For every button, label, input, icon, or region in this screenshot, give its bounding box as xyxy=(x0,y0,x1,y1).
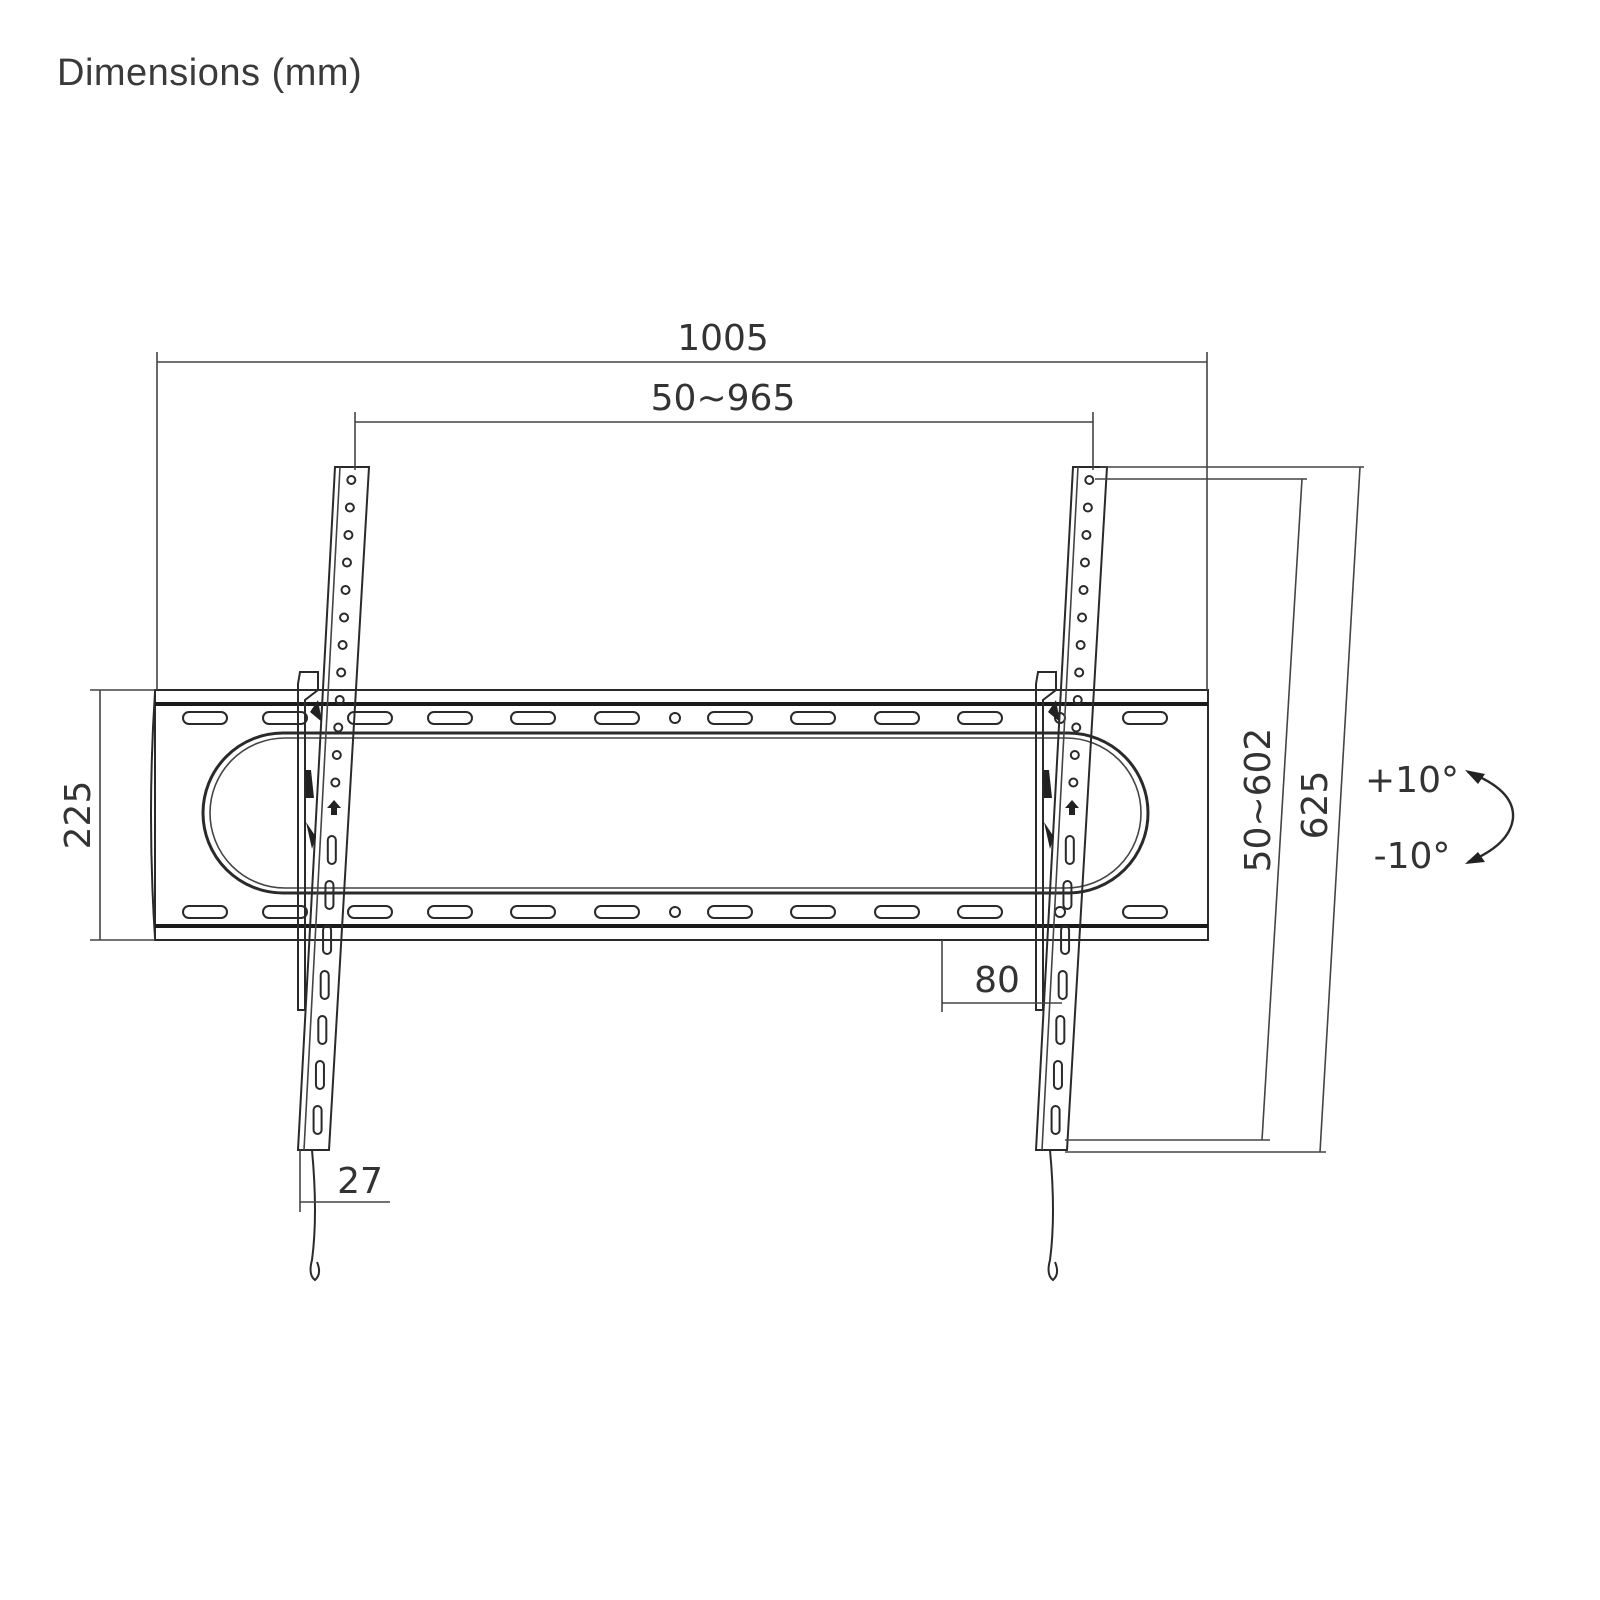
arm-hole xyxy=(1071,722,1082,733)
arm-hole xyxy=(1081,530,1092,540)
arm-hole xyxy=(1077,612,1088,623)
arm-hole xyxy=(341,557,352,568)
diagram-title: Dimensions (mm) xyxy=(57,52,363,94)
arm-length-label: 625 xyxy=(1295,771,1336,840)
plate-slot xyxy=(427,711,473,725)
arm-body xyxy=(296,466,371,1151)
arm-hole xyxy=(1075,640,1086,650)
plate-slot xyxy=(957,905,1003,919)
plate-slot xyxy=(707,711,753,725)
plate-hole xyxy=(669,906,681,918)
plate-slot xyxy=(790,711,836,725)
arm-hole xyxy=(346,475,357,485)
plate-slot xyxy=(957,711,1003,725)
arm-slot xyxy=(319,970,330,1000)
plate-slot xyxy=(1122,905,1168,919)
release-cord xyxy=(1047,1149,1059,1282)
tilt-up-label: +10° xyxy=(1365,760,1459,801)
arm-slot xyxy=(317,1015,328,1045)
arm-slot xyxy=(1057,970,1068,1000)
arm-hole xyxy=(344,502,355,513)
arm-hole xyxy=(337,640,348,650)
left-mounting-arm xyxy=(296,466,371,1282)
plate-slot xyxy=(347,905,393,919)
tilt-arrow-icon xyxy=(1465,770,1515,864)
arm-body xyxy=(1034,466,1109,1151)
tilt-down-label: -10° xyxy=(1374,836,1451,877)
wall-offset-label: 80 xyxy=(974,960,1020,1001)
arm-slot xyxy=(324,880,335,910)
arm-hole xyxy=(331,750,342,760)
wall-plate xyxy=(150,689,1209,941)
plate-slot xyxy=(1122,711,1168,725)
arm-hole xyxy=(336,667,347,678)
arm-slot xyxy=(322,925,333,955)
arm-hole xyxy=(333,722,344,733)
arm-hole xyxy=(334,695,345,705)
arm-edge xyxy=(1041,466,1079,1151)
arm-hole xyxy=(1082,502,1093,513)
arrow-up-icon xyxy=(327,800,342,815)
plate-slot xyxy=(182,711,228,725)
arm-hole xyxy=(1074,667,1085,678)
plate-slot xyxy=(874,905,920,919)
arm-slot xyxy=(312,1105,323,1135)
arm-hole xyxy=(330,777,341,788)
arm-edge xyxy=(303,466,341,1151)
profile-depth-label: 27 xyxy=(337,1161,383,1202)
plate-slot xyxy=(594,711,640,725)
right-mounting-arm xyxy=(1034,466,1109,1282)
vesa-horizontal-label: 50~965 xyxy=(651,378,796,419)
plate-slot xyxy=(510,711,556,725)
arm-slot xyxy=(314,1060,325,1090)
plate-slot xyxy=(182,905,228,919)
plate-slots xyxy=(182,711,1168,919)
arm-hole xyxy=(1078,585,1089,595)
arm-hole xyxy=(1068,777,1079,788)
plate-slot xyxy=(347,711,393,725)
arm-slot xyxy=(326,835,337,865)
plate-slot xyxy=(790,905,836,919)
plate-slot xyxy=(427,905,473,919)
arrow-up-icon xyxy=(1065,800,1080,815)
arm-slot xyxy=(1062,880,1073,910)
arm-slot xyxy=(1050,1105,1061,1135)
arm-slot xyxy=(1060,925,1071,955)
vesa-vertical-label: 50~602 xyxy=(1238,728,1279,873)
arm-latch xyxy=(305,700,322,849)
dimension-lines xyxy=(90,352,1364,1212)
overall-width-label: 1005 xyxy=(677,318,769,359)
release-cord xyxy=(309,1149,321,1282)
plate-slot xyxy=(262,711,308,725)
arm-hook-bracket xyxy=(297,671,319,1011)
arm-slot xyxy=(1064,835,1075,865)
plate-height-label: 225 xyxy=(58,781,99,850)
arm-hole xyxy=(1069,750,1080,760)
plate-hole xyxy=(669,712,681,724)
arm-hole xyxy=(339,612,350,623)
arm-hole xyxy=(340,585,351,595)
arm-hole xyxy=(343,530,354,540)
arm-hole xyxy=(1079,557,1090,568)
plate-slot xyxy=(707,905,753,919)
plate-hole xyxy=(1054,906,1066,918)
plate-slot xyxy=(510,905,556,919)
arm-slot xyxy=(1052,1060,1063,1090)
arm-slot xyxy=(1055,1015,1066,1045)
plate-slot xyxy=(262,905,308,919)
arm-hole xyxy=(1084,475,1095,485)
plate-slot xyxy=(594,905,640,919)
plate-slot xyxy=(874,711,920,725)
arm-latch xyxy=(1043,700,1060,849)
arm-hole xyxy=(1072,695,1083,705)
arm-hook-bracket xyxy=(1035,671,1057,1011)
